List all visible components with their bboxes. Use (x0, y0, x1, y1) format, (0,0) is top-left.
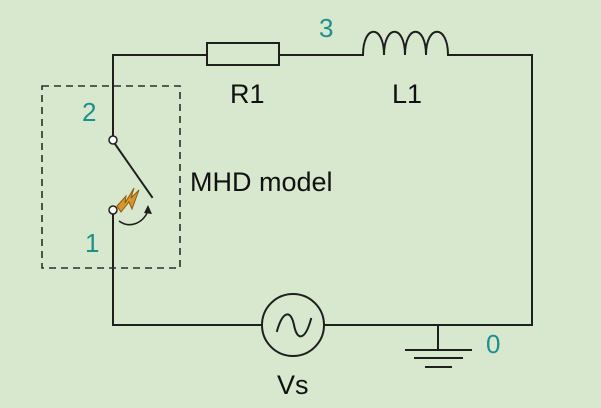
mhd-model-label: MHD model (190, 167, 333, 197)
mhd-model-box (41, 85, 181, 269)
node-label-3: 3 (319, 13, 333, 43)
resistor-label: R1 (230, 79, 265, 109)
inductor-label: L1 (392, 79, 422, 109)
switch-arm (113, 142, 154, 199)
switch-contact-bottom (108, 205, 118, 215)
node-label-1: 1 (85, 228, 99, 258)
source-label: Vs (277, 370, 309, 400)
switch-contact-top (108, 135, 118, 145)
ac-wave-icon (275, 313, 313, 338)
spark-icon (116, 187, 140, 213)
inductor-l1 (361, 30, 450, 57)
resistor-r1 (206, 42, 280, 66)
node-label-2: 2 (82, 97, 96, 127)
node-label-0: 0 (486, 329, 500, 359)
arc-arrow (118, 210, 149, 226)
voltage-source-vs (261, 293, 325, 357)
arc-arrowhead (144, 205, 152, 214)
